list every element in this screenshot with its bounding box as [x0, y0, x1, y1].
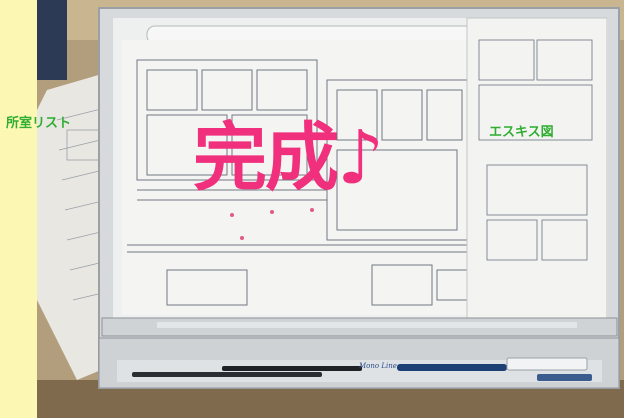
room-list-label: 所室リスト	[6, 116, 72, 131]
esquisse-label: エスキス図	[489, 125, 554, 140]
completion-overlay-text: 完成♪	[193, 115, 384, 201]
pen-brand-text: Mono Line	[359, 362, 397, 370]
drafting-board-photo: Mono Line	[37, 0, 624, 418]
